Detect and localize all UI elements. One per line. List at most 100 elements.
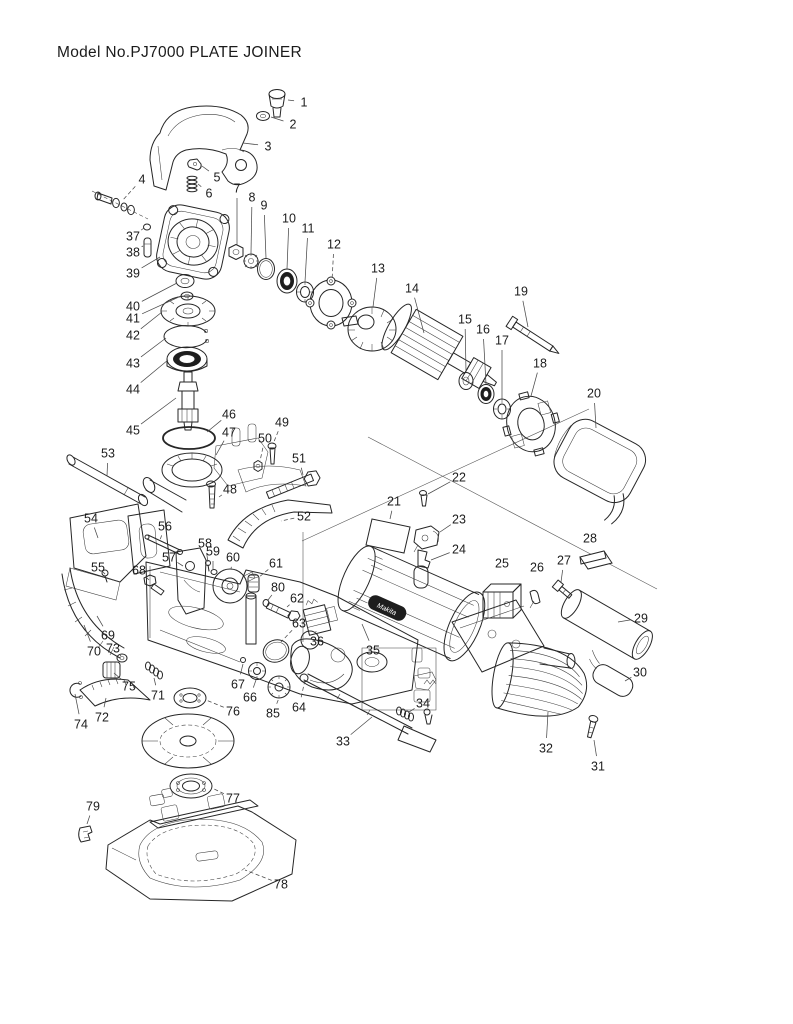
part-9-o-ring-graphic	[258, 259, 275, 280]
part-85-gear-graphic	[268, 676, 290, 698]
leader-line-72	[104, 698, 106, 707]
page-title: Model No.PJ7000 PLATE JOINER	[57, 44, 303, 61]
leader-line-47	[216, 441, 224, 455]
blade-graphic	[142, 714, 234, 768]
leader-line-22	[428, 482, 450, 494]
part-71-spring-graphic	[146, 662, 163, 679]
part-53-rod-graphic	[65, 453, 149, 507]
part-number-53: 53	[101, 447, 115, 461]
part-number-11: 11	[302, 222, 315, 236]
leader-line-18	[531, 373, 537, 396]
part-number-45: 45	[126, 424, 140, 438]
part-number-61: 61	[269, 557, 283, 571]
part-number-63: 63	[292, 617, 306, 631]
part-number-8: 8	[249, 191, 256, 205]
part-68-bolt-graphic	[144, 575, 164, 595]
part-51-bolt-graphic	[265, 469, 322, 504]
part-number-2: 2	[290, 118, 297, 132]
leader-line-39	[142, 257, 160, 268]
leader-line-37	[141, 228, 144, 230]
leader-line-77	[212, 788, 224, 794]
part-31-screw-graphic	[584, 715, 598, 739]
part-40-bearing-graphic	[176, 275, 194, 288]
leader-line-4	[122, 186, 135, 201]
leader-line-55	[103, 572, 105, 574]
part-67-ball-graphic	[241, 658, 246, 663]
part-44-bearing-graphic	[167, 347, 207, 372]
part-61-cap-graphic	[248, 574, 259, 592]
part-42-gear-graphic	[161, 296, 215, 326]
part-62-bolt-graphic	[266, 599, 301, 623]
part-number-28: 28	[583, 532, 597, 546]
part-number-47: 47	[222, 426, 236, 440]
part-47-bearing-box-graphic	[141, 424, 306, 512]
part-number-64: 64	[292, 701, 306, 715]
part-64-dust-elbow-graphic	[288, 639, 436, 710]
leader-line-51	[301, 468, 303, 475]
part-17-rubber-ring-graphic	[494, 399, 511, 419]
leader-line-3	[243, 143, 258, 145]
part-number-57: 57	[162, 551, 176, 565]
part-21-nameplate-graphic	[366, 519, 410, 553]
part-number-77: 77	[226, 792, 240, 806]
part-number-66: 66	[243, 691, 257, 705]
part-59-washer-graphic	[211, 570, 217, 575]
part-number-29: 29	[634, 612, 648, 626]
part-number-68: 68	[132, 564, 146, 578]
leader-line-21	[390, 511, 392, 519]
part-number-49: 49	[275, 416, 289, 430]
leader-line-34	[409, 708, 415, 712]
leader-line-74	[75, 694, 79, 714]
part-15-washer-graphic	[459, 373, 473, 390]
part-3-handle-graphic	[150, 106, 257, 190]
part-number-23: 23	[452, 513, 466, 527]
part-number-18: 18	[533, 357, 547, 371]
leader-line-2	[271, 117, 283, 121]
leader-line-58	[207, 553, 208, 562]
part-number-37: 37	[126, 230, 140, 244]
leader-line-56	[160, 535, 162, 540]
part-60-cam-knob-graphic	[213, 569, 255, 603]
part-number-60: 60	[226, 551, 240, 565]
leader-line-70	[84, 625, 90, 642]
part-number-14: 14	[405, 282, 419, 296]
part-number-67: 67	[231, 678, 245, 692]
leader-line-29	[618, 620, 631, 622]
part-39-gear-housing-graphic	[154, 202, 233, 282]
leader-line-71	[154, 678, 156, 685]
part-number-50: 50	[258, 432, 272, 446]
part-43-snap-ring-graphic	[164, 326, 209, 348]
part-number-75: 75	[122, 680, 136, 694]
part-number-42: 42	[126, 329, 140, 343]
base-latch-graphic	[149, 788, 172, 806]
leader-line-42	[141, 312, 162, 329]
part-number-44: 44	[126, 383, 140, 397]
part-75-knurled-nut-graphic	[103, 662, 120, 678]
part-number-10: 10	[282, 212, 296, 226]
leader-line-38	[142, 246, 143, 247]
leader-line-78	[245, 870, 272, 880]
part-1-knob-graphic	[269, 90, 285, 118]
leader-line-30	[625, 677, 631, 681]
leader-line-85	[277, 698, 279, 704]
part-number-25: 25	[495, 557, 509, 571]
part-28-box-graphic	[580, 551, 612, 569]
part-45-spindle-graphic	[178, 372, 198, 430]
part-number-6: 6	[206, 187, 213, 201]
part-number-48: 48	[223, 483, 237, 497]
part-72-rack-graphic	[80, 679, 150, 706]
part-66-flange-graphic	[249, 663, 266, 680]
leader-line-50	[260, 448, 263, 461]
part-number-58: 58	[198, 537, 212, 551]
part-number-59: 59	[206, 545, 220, 559]
leader-line-62	[287, 605, 290, 607]
part-29-handle-tube-graphic	[557, 587, 656, 663]
part-number-24: 24	[452, 543, 466, 557]
part-number-19: 19	[514, 285, 528, 299]
leader-line-6	[198, 184, 201, 187]
frame-base-graphic	[146, 562, 418, 704]
part-number-12: 12	[327, 238, 341, 252]
leader-line-1	[288, 100, 294, 101]
